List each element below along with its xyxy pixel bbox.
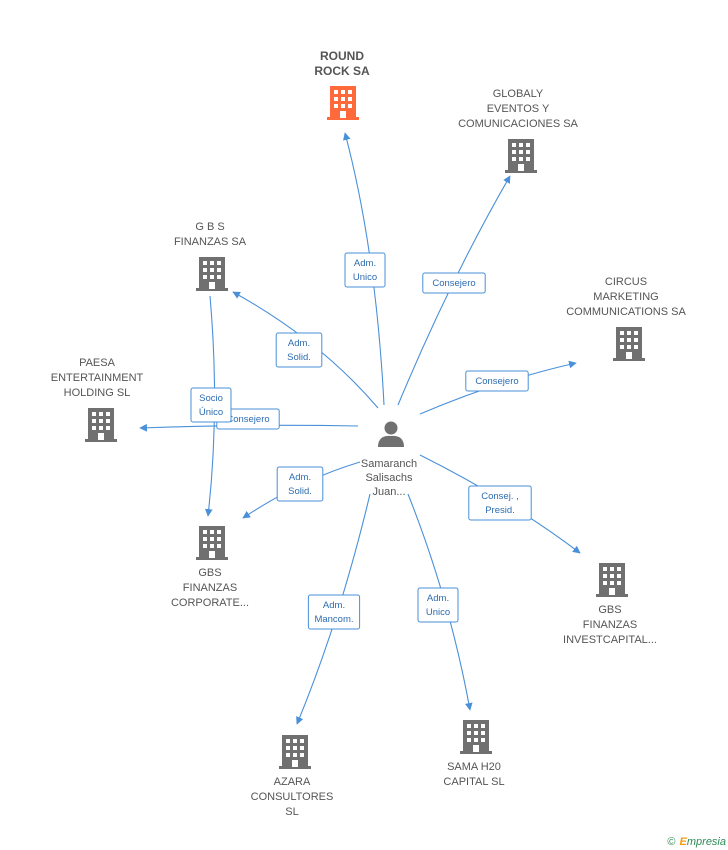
person-name-line: Samaranch bbox=[361, 458, 417, 470]
company-name-line: EVENTOS Y bbox=[487, 103, 550, 115]
company-name-line: FINANZAS bbox=[183, 582, 237, 594]
building-icon-highlight[interactable] bbox=[327, 86, 359, 120]
edge-gbs-corporate: Adm. Solid. bbox=[242, 461, 361, 519]
company-name-line: HOLDING SL bbox=[64, 387, 131, 399]
edge-gbs-investcapital: Consej. , Presid. bbox=[419, 454, 581, 554]
building-icon[interactable] bbox=[196, 526, 228, 560]
person-name-line: Juan... bbox=[372, 486, 405, 498]
edge-label-text: Adm. bbox=[323, 600, 345, 611]
company-name-line: CAPITAL SL bbox=[443, 776, 504, 788]
building-icon[interactable] bbox=[596, 563, 628, 597]
edge-sama: Adm. Unico bbox=[407, 493, 473, 711]
company-name-line: AZARA bbox=[274, 776, 311, 788]
person-icon[interactable] bbox=[378, 421, 404, 448]
building-icon[interactable] bbox=[460, 720, 492, 754]
edge-label-box[interactable] bbox=[344, 252, 386, 288]
edge-label-text: Consejero bbox=[226, 414, 269, 425]
company-node-gbs-corporate[interactable]: GBS FINANZAS CORPORATE... bbox=[171, 526, 249, 609]
brand-name: mpresia bbox=[686, 836, 726, 848]
company-name-line: CONSULTORES bbox=[251, 791, 334, 803]
copyright-icon: © bbox=[667, 836, 676, 848]
person-node[interactable]: SamaranchSalisachsJuan... bbox=[361, 421, 417, 499]
company-name-line: COMUNICACIONES SA bbox=[458, 118, 578, 130]
edge-label-text: Consej. , bbox=[481, 491, 519, 502]
company-node-gbs-investcapital[interactable]: GBS FINANZAS INVESTCAPITAL... bbox=[563, 563, 657, 646]
brand-initial: E bbox=[679, 836, 687, 848]
edge-label-box[interactable] bbox=[465, 370, 529, 392]
company-name-line: CORPORATE... bbox=[171, 597, 249, 609]
edge-label-text: Solid. bbox=[287, 352, 311, 363]
edge-label-box[interactable] bbox=[190, 387, 232, 423]
edge-label-text: Mancom. bbox=[314, 614, 353, 625]
building-icon[interactable] bbox=[279, 735, 311, 769]
company-name-line: ROCK SA bbox=[314, 64, 370, 78]
company-node-globaly[interactable]: GLOBALY EVENTOS Y COMUNICACIONES SA bbox=[458, 88, 579, 173]
edge-label-text: Solid. bbox=[288, 486, 312, 497]
company-node-paesa[interactable]: PAESA ENTERTAINMENT HOLDING SL bbox=[51, 357, 144, 442]
building-icon[interactable] bbox=[85, 408, 117, 442]
edge-round-rock: Adm. Unico bbox=[343, 132, 386, 406]
company-node-azara[interactable]: AZARA CONSULTORES SL bbox=[251, 735, 334, 818]
company-name-line: GLOBALY bbox=[493, 88, 544, 100]
edge-label-box[interactable] bbox=[417, 587, 459, 623]
company-name-line: SAMA H20 bbox=[447, 761, 501, 773]
building-icon[interactable] bbox=[196, 257, 228, 291]
edge-paesa: Consejero bbox=[139, 408, 359, 432]
edge-label-box[interactable] bbox=[468, 485, 532, 521]
edge-label-text: Socio bbox=[199, 393, 223, 404]
edge-label-text: Adm. bbox=[288, 338, 310, 349]
company-name-line: G B S bbox=[195, 221, 224, 233]
company-name-line: COMMUNICATIONS SA bbox=[566, 306, 686, 318]
edge-label-text: Adm. bbox=[289, 472, 311, 483]
edge-label-box[interactable] bbox=[307, 594, 361, 630]
edge-label-box[interactable] bbox=[276, 466, 324, 502]
company-node-gbs-finanzas[interactable]: G B S FINANZAS SA bbox=[174, 221, 247, 291]
edge-label-text: Consejero bbox=[432, 278, 475, 289]
brand-footer[interactable]: ©Empresia bbox=[667, 836, 726, 848]
edge-label-text: Adm. bbox=[354, 258, 376, 269]
company-name-line: CIRCUS bbox=[605, 276, 647, 288]
person-name-line: Salisachs bbox=[365, 472, 413, 484]
company-name-line: FINANZAS bbox=[583, 619, 637, 631]
edge-label-text: Presid. bbox=[485, 505, 515, 516]
edge-globaly: Consejero bbox=[397, 175, 511, 406]
company-name-line: GBS bbox=[198, 567, 221, 579]
edge-circus: Consejero bbox=[419, 360, 577, 415]
edge-label-text: Unico bbox=[426, 607, 450, 618]
company-name-line: ENTERTAINMENT bbox=[51, 372, 144, 384]
company-node-circus[interactable]: CIRCUS MARKETING COMMUNICATIONS SA bbox=[566, 276, 686, 361]
company-name-line: PAESA bbox=[79, 357, 116, 369]
company-name-line: INVESTCAPITAL... bbox=[563, 634, 657, 646]
edge-label-text: Consejero bbox=[475, 376, 518, 387]
building-icon[interactable] bbox=[505, 139, 537, 173]
edge-label-text: Unico bbox=[353, 272, 377, 283]
edge-label-text: Adm. bbox=[427, 593, 449, 604]
edge-label-box[interactable] bbox=[275, 332, 323, 368]
company-name-line: GBS bbox=[598, 604, 621, 616]
edge-azara: Adm. Mancom. bbox=[296, 493, 371, 725]
edges-layer: Adm.UnicoConsejeroAdm.Solid.ConsejeroCon… bbox=[139, 132, 581, 725]
building-icon[interactable] bbox=[613, 327, 645, 361]
company-name-line: FINANZAS SA bbox=[174, 236, 247, 248]
company-name-line: ROUND bbox=[320, 49, 364, 63]
edge-label-text: Único bbox=[199, 407, 223, 418]
edge-gbs-finanzas: Adm. Solid. bbox=[232, 291, 379, 409]
company-name-line: SL bbox=[285, 806, 298, 818]
company-name-line: MARKETING bbox=[593, 291, 658, 303]
edge-label-box[interactable] bbox=[422, 272, 486, 294]
